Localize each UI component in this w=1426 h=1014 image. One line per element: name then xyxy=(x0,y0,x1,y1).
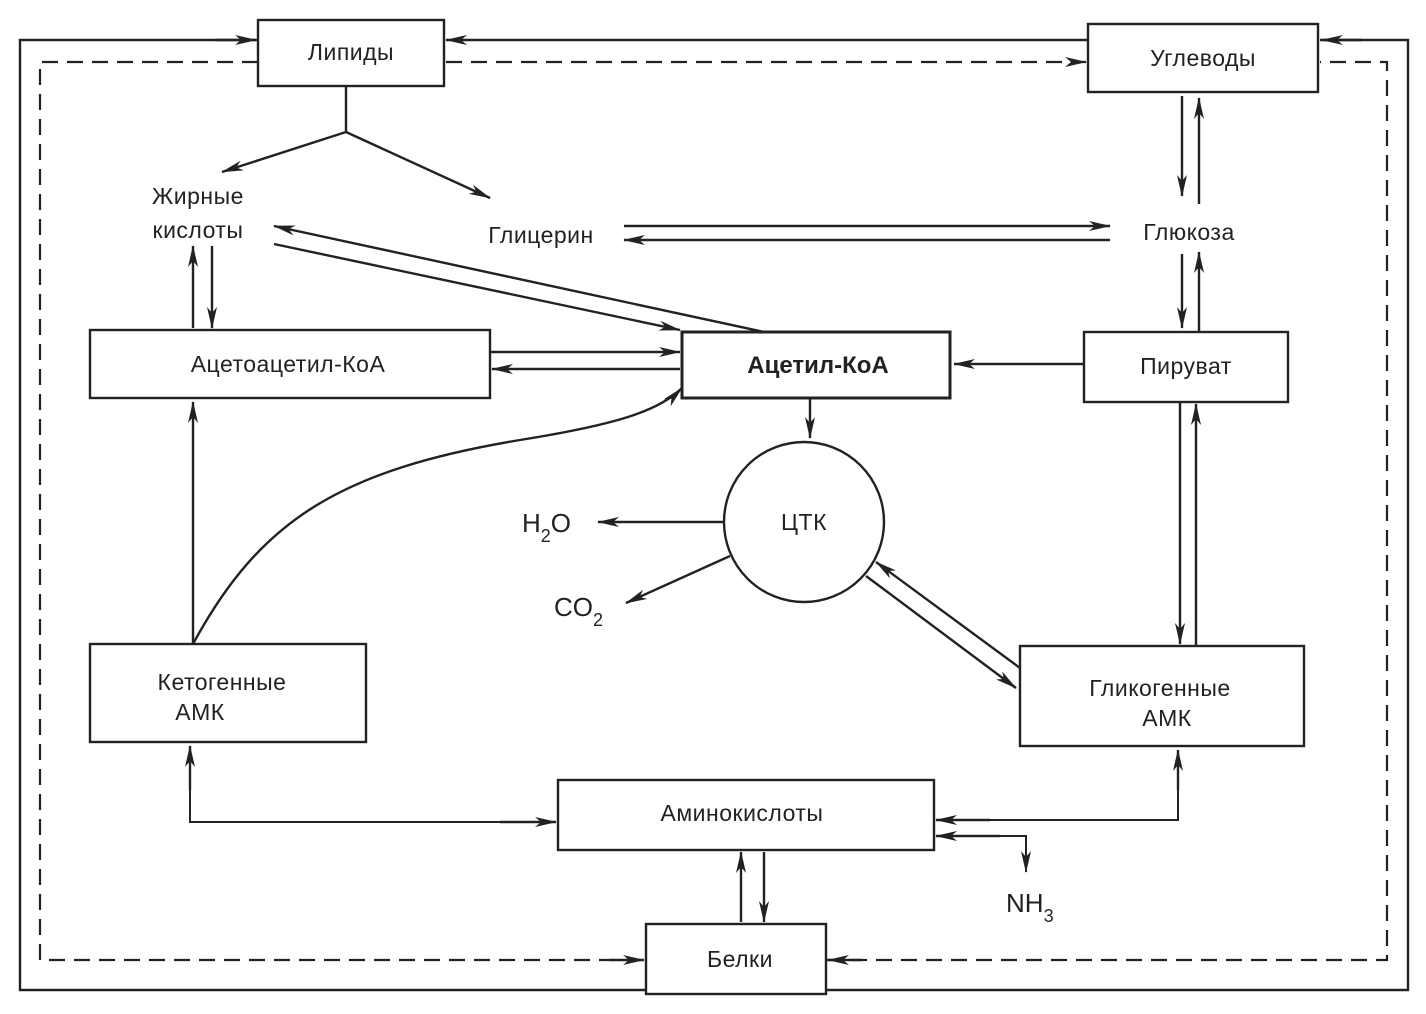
nh3-label: NH3 xyxy=(1006,888,1054,926)
carbs-box xyxy=(1086,22,1320,94)
co2-label: CO2 xyxy=(554,592,603,630)
proteins-label: Белки xyxy=(707,946,773,972)
inner-dashed-loop xyxy=(38,60,646,962)
arrow-lipids-to-fatty-acids xyxy=(221,130,347,174)
arrow-tca-to-glucogenic xyxy=(865,575,1017,689)
acetoacetyl-coa-box xyxy=(88,328,492,400)
link-amino-nh3 xyxy=(936,835,1031,873)
arrow-acetyl-to-fatty-acids xyxy=(273,224,765,334)
fatty-acids-label-1: Жирные xyxy=(152,183,244,209)
glucogenic-amk-box xyxy=(1018,644,1306,748)
acetoacetyl-coa-label: Ацетоацетил-КоА xyxy=(191,351,386,377)
fatty-acids-label-2: кислоты xyxy=(153,217,244,243)
acetyl-coa-label: Ацетил-КоА xyxy=(747,352,889,379)
amino-acids-label: Аминокислоты xyxy=(661,800,824,826)
ketogenic-amk-box xyxy=(88,642,368,744)
proteins-box xyxy=(644,922,828,996)
arrow-tca-to-co2 xyxy=(625,554,731,605)
tca-circle xyxy=(722,440,886,604)
ketogenic-label-2: АМК xyxy=(175,699,225,725)
carbs-label: Углеводы xyxy=(1150,45,1256,71)
arrow-fatty-acids-to-acetyl xyxy=(273,242,681,332)
lipids-box xyxy=(256,18,446,88)
glycerol-label: Глицерин xyxy=(488,222,593,248)
link-glucogenic-amino xyxy=(936,790,1179,821)
glucose-label: Глюкоза xyxy=(1143,219,1235,245)
acetyl-coa-box xyxy=(680,330,952,400)
ketogenic-label-1: Кетогенные xyxy=(158,669,287,695)
lipids-label: Липиды xyxy=(308,39,394,65)
inner-dashed-loop-right xyxy=(826,60,1389,962)
arrow-glucogenic-to-tca xyxy=(875,561,1021,669)
pyruvate-label: Пируват xyxy=(1140,353,1232,379)
glucogenic-label-1: Гликогенные xyxy=(1089,675,1230,701)
glucogenic-label-2: АМК xyxy=(1142,705,1192,731)
tca-label: ЦТК xyxy=(781,509,827,535)
arrow-lipids-to-glycerol xyxy=(345,130,491,200)
water-label: H2O xyxy=(522,508,571,546)
pyruvate-box xyxy=(1082,330,1290,404)
arrow-ketogenic-to-acetyl-curve xyxy=(191,387,683,645)
link-ketogenic-amino xyxy=(189,784,556,823)
amino-acids-box xyxy=(556,778,936,852)
